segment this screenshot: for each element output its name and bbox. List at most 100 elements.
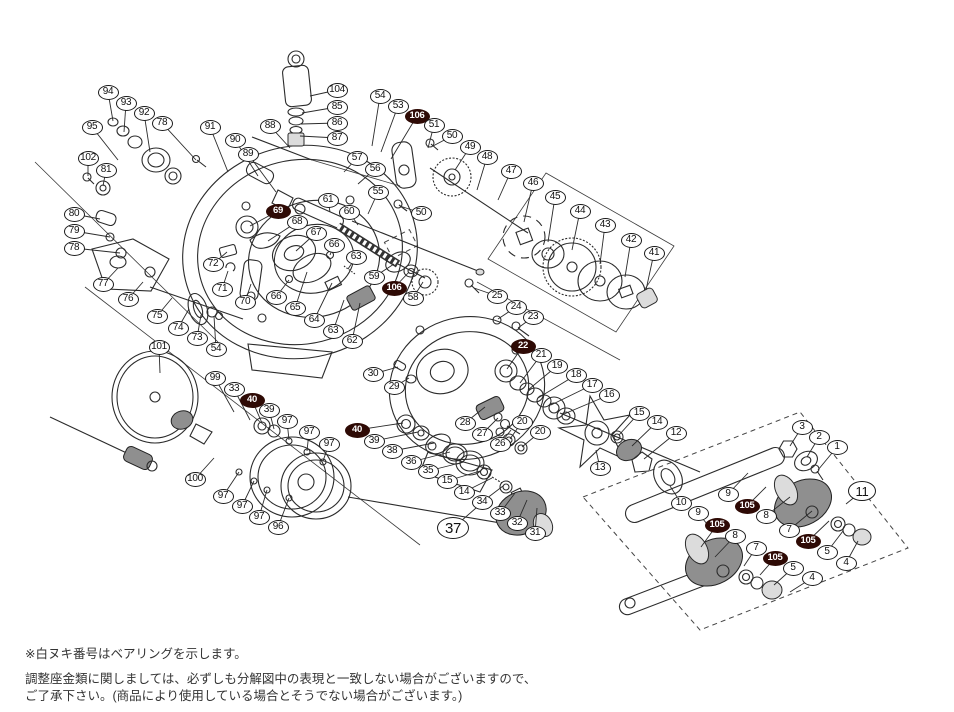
callout-35: 35 <box>417 463 439 479</box>
callout-43: 43 <box>594 217 616 233</box>
callout-93: 93 <box>115 95 137 111</box>
callout-41: 41 <box>643 245 665 261</box>
callout-70: 70 <box>234 294 256 310</box>
callout-38: 38 <box>381 443 403 459</box>
callout-9: 9 <box>717 486 739 502</box>
set-plate-parts <box>393 278 530 455</box>
callout-71: 71 <box>211 281 233 297</box>
footnote-washers-2: ご了承下さい。(商品により使用している場合とそうでない場合がございます。) <box>25 689 463 703</box>
callout-13: 13 <box>589 460 611 476</box>
callout-54: 54 <box>205 341 227 357</box>
callout-21: 21 <box>530 347 552 363</box>
callout-5: 5 <box>816 544 838 560</box>
callout-105: 105 <box>795 533 821 549</box>
footnote-bearing: ※白ヌキ番号はベアリングを示します。 <box>25 647 247 661</box>
callout-62: 62 <box>341 333 363 349</box>
callout-100: 100 <box>184 471 206 487</box>
callout-61: 61 <box>317 192 339 208</box>
pinion-row <box>385 251 439 296</box>
callout-20: 20 <box>511 414 533 430</box>
callout-95: 95 <box>81 119 103 135</box>
clutch-cluster <box>218 215 376 311</box>
callout-44: 44 <box>569 203 591 219</box>
callout-32: 32 <box>506 515 528 531</box>
callout-7: 7 <box>778 522 800 538</box>
callout-47: 47 <box>500 163 522 179</box>
callout-2: 2 <box>808 429 830 445</box>
callout-42: 42 <box>620 232 642 248</box>
callout-46: 46 <box>522 175 544 191</box>
callout-4: 4 <box>835 555 857 571</box>
callout-97: 97 <box>231 498 253 514</box>
callout-68: 68 <box>286 214 308 230</box>
callout-16: 16 <box>598 387 620 403</box>
callout-48: 48 <box>476 149 498 165</box>
callout-97: 97 <box>212 488 234 504</box>
callout-17: 17 <box>581 377 603 393</box>
callout-96: 96 <box>267 519 289 535</box>
callout-88: 88 <box>259 118 281 134</box>
callout-105: 105 <box>704 517 730 533</box>
callout-66: 66 <box>323 237 345 253</box>
callout-20: 20 <box>529 424 551 440</box>
callout-28: 28 <box>454 415 476 431</box>
callout-64: 64 <box>303 312 325 328</box>
footnote-washers-1: 調整座金類に関しましては、必ずしも分解図中の表現と一致しない場合がございますので… <box>25 672 537 686</box>
callout-30: 30 <box>362 366 384 382</box>
callout-78: 78 <box>63 240 85 256</box>
callout-3: 3 <box>791 419 813 435</box>
callout-97: 97 <box>248 509 270 525</box>
handle-assembly <box>618 440 872 616</box>
callout-57: 57 <box>346 150 368 166</box>
callout-97: 97 <box>276 413 298 429</box>
callout-63: 63 <box>345 249 367 265</box>
callout-106: 106 <box>404 108 430 124</box>
callout-8: 8 <box>724 528 746 544</box>
callout-5: 5 <box>782 560 804 576</box>
callout-60: 60 <box>338 204 360 220</box>
callout-19: 19 <box>546 358 568 374</box>
callout-89: 89 <box>237 146 259 162</box>
callout-94: 94 <box>97 84 119 100</box>
callout-72: 72 <box>202 256 224 272</box>
callout-39: 39 <box>258 402 280 418</box>
callout-80: 80 <box>63 206 85 222</box>
callout-56: 56 <box>364 161 386 177</box>
callout-102: 102 <box>77 150 99 166</box>
callout-12: 12 <box>665 425 687 441</box>
callout-11: 11 <box>848 481 876 501</box>
frame-small-parts <box>82 117 401 259</box>
callout-33: 33 <box>489 505 511 521</box>
callout-50: 50 <box>441 128 463 144</box>
callout-15: 15 <box>436 473 458 489</box>
callout-36: 36 <box>400 454 422 470</box>
callout-97: 97 <box>318 436 340 452</box>
callout-50: 50 <box>410 205 432 221</box>
callout-85: 85 <box>326 99 348 115</box>
callout-49: 49 <box>459 139 481 155</box>
callout-63: 63 <box>322 323 344 339</box>
callout-33: 33 <box>223 381 245 397</box>
callout-39: 39 <box>363 433 385 449</box>
callout-77: 77 <box>92 276 114 292</box>
callout-86: 86 <box>326 115 348 131</box>
callout-1: 1 <box>826 439 848 455</box>
callout-18: 18 <box>565 367 587 383</box>
callout-69: 69 <box>265 203 291 219</box>
callout-105: 105 <box>762 550 788 566</box>
callout-27: 27 <box>471 426 493 442</box>
callout-73: 73 <box>186 330 208 346</box>
callout-15: 15 <box>628 405 650 421</box>
callout-66: 66 <box>265 289 287 305</box>
callout-40: 40 <box>239 392 265 408</box>
callout-104: 104 <box>326 82 348 98</box>
callout-90: 90 <box>224 132 246 148</box>
callout-55: 55 <box>367 184 389 200</box>
callout-26: 26 <box>489 436 511 452</box>
callout-23: 23 <box>522 309 544 325</box>
callout-53: 53 <box>387 98 409 114</box>
callout-29: 29 <box>383 379 405 395</box>
callout-31: 31 <box>524 525 546 541</box>
callout-34: 34 <box>471 494 493 510</box>
callout-7: 7 <box>745 540 767 556</box>
